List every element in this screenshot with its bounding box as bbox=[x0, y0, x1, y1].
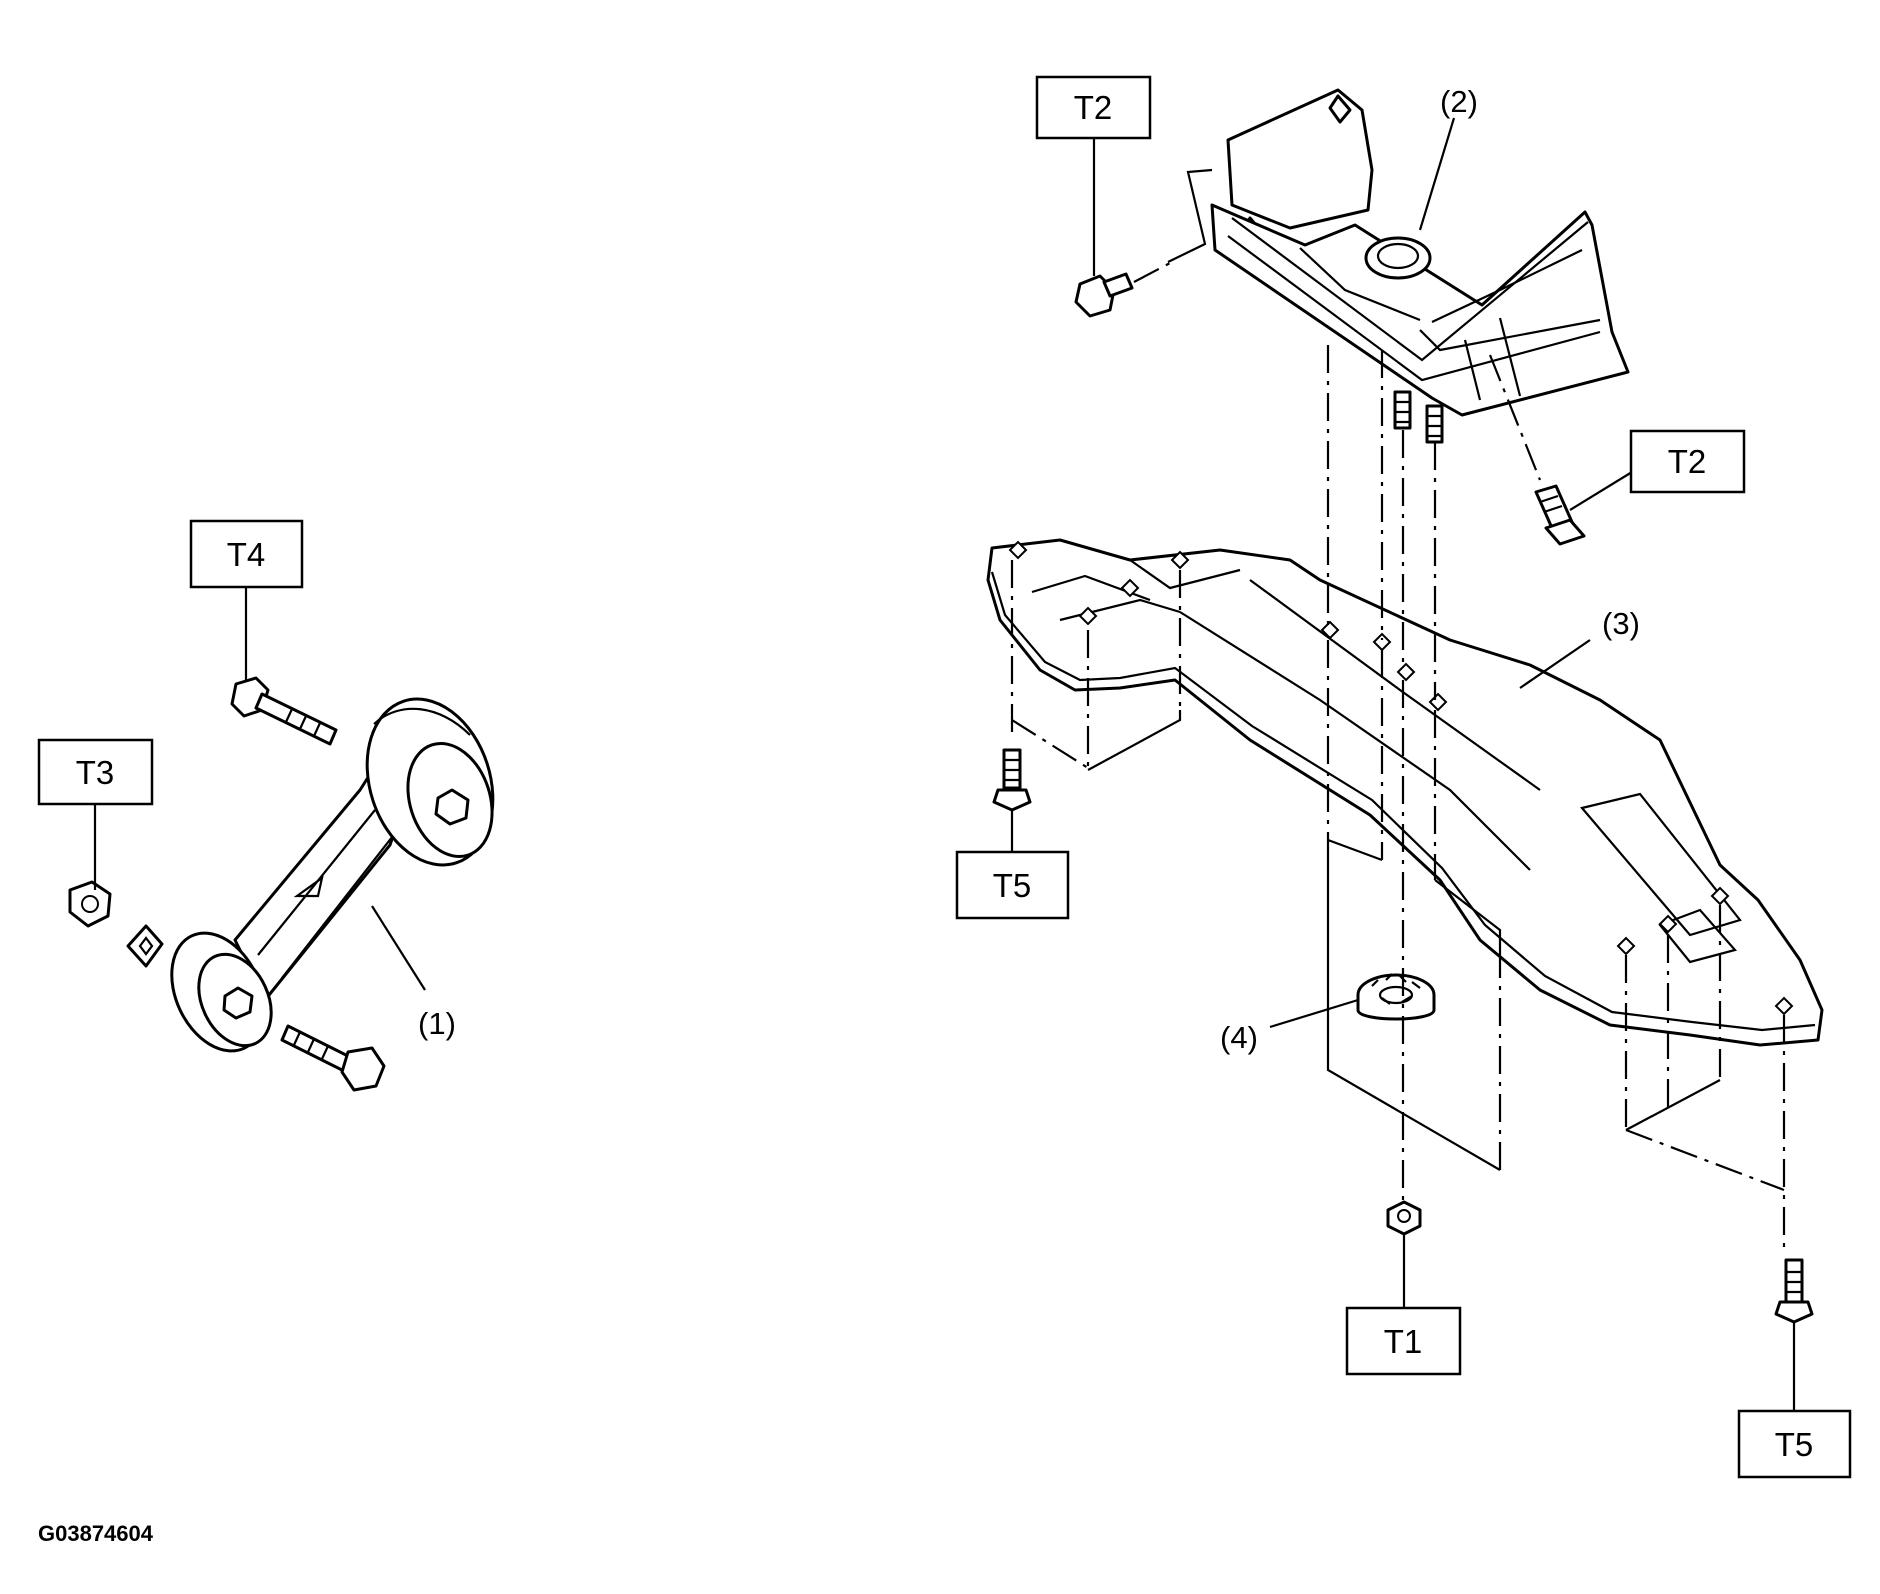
torque-label-t4: T4 bbox=[189, 519, 304, 589]
bolt-t2-upper bbox=[1074, 168, 1213, 318]
cushion-rubber-part-2 bbox=[1210, 88, 1630, 444]
leader-callout-2 bbox=[1418, 117, 1456, 231]
torque-label-t2-upper: T2 bbox=[1035, 75, 1152, 140]
bolt-t5-right bbox=[1774, 1258, 1814, 1324]
leader-callout-3 bbox=[1519, 639, 1591, 689]
assembly-box-lines bbox=[1087, 710, 1721, 1171]
callout-1: (1) bbox=[418, 1006, 456, 1041]
stopper-part-4 bbox=[1356, 973, 1436, 1021]
assembly-lines bbox=[1010, 345, 1786, 1250]
torque-label-t5-right: T5 bbox=[1737, 1409, 1852, 1479]
through-bolt-lower bbox=[280, 1024, 386, 1092]
nut-t3 bbox=[68, 880, 112, 928]
callout-3: (3) bbox=[1602, 606, 1640, 641]
nut-t1 bbox=[1386, 1200, 1422, 1236]
callout-2: (2) bbox=[1440, 84, 1478, 119]
leader-callout-1 bbox=[371, 905, 426, 991]
callout-4: (4) bbox=[1220, 1020, 1258, 1055]
torque-label-t5-left: T5 bbox=[955, 850, 1070, 920]
torque-label-t3: T3 bbox=[37, 738, 154, 806]
bolt-t4 bbox=[230, 676, 338, 746]
torque-text-t4: T4 bbox=[227, 536, 266, 573]
torque-text-t5-right: T5 bbox=[1775, 1426, 1814, 1463]
leader-t2-right bbox=[1569, 471, 1633, 511]
washer bbox=[126, 924, 164, 968]
crossmember-part-3 bbox=[986, 538, 1824, 1047]
torque-text-t2-right: T2 bbox=[1668, 443, 1707, 480]
torque-label-t1: T1 bbox=[1345, 1306, 1462, 1376]
figure-id: G03874604 bbox=[38, 1521, 154, 1546]
bolt-t2-right bbox=[1488, 354, 1586, 546]
torque-text-t5-left: T5 bbox=[993, 867, 1032, 904]
torque-text-t1: T1 bbox=[1384, 1323, 1423, 1360]
bolt-t5-left bbox=[992, 748, 1032, 812]
torque-text-t2-upper: T2 bbox=[1074, 89, 1113, 126]
pitching-stopper-part-1 bbox=[170, 697, 495, 1053]
torque-label-t2-right: T2 bbox=[1629, 429, 1746, 494]
leader-callout-4 bbox=[1269, 998, 1359, 1029]
torque-text-t3: T3 bbox=[76, 754, 115, 791]
